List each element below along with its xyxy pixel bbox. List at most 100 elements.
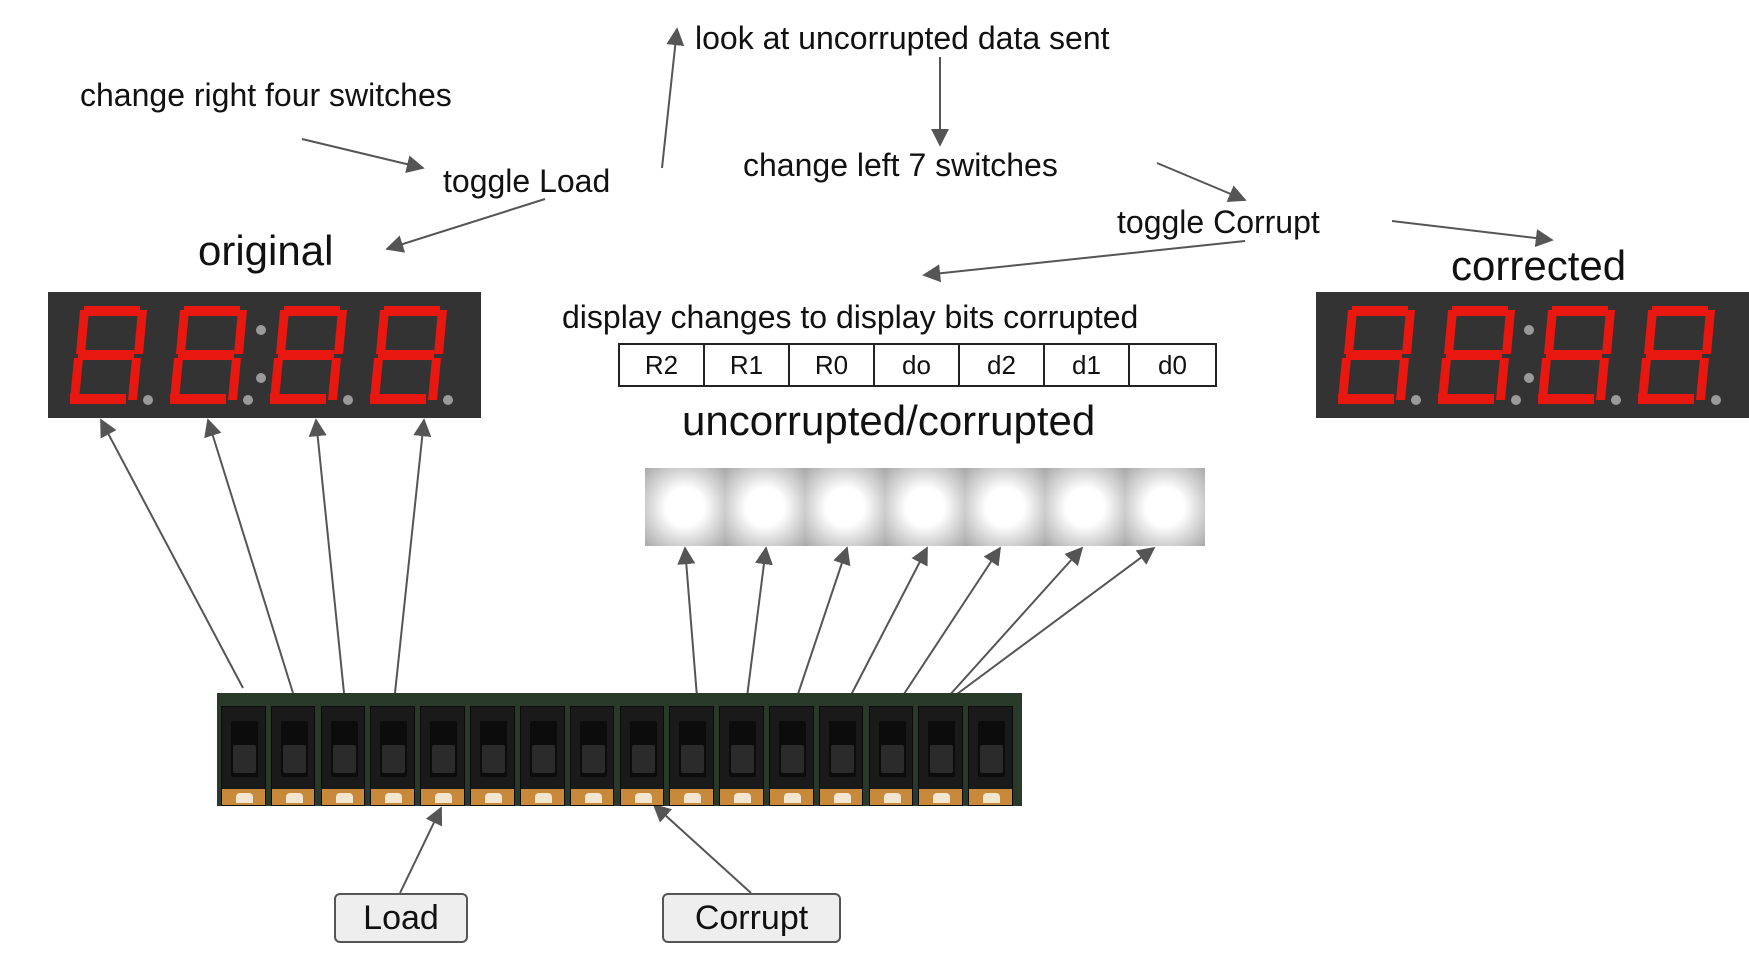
switch-gap bbox=[883, 793, 901, 803]
slide-switch-icon[interactable] bbox=[519, 706, 565, 806]
segment bbox=[1544, 310, 1557, 354]
segment bbox=[1546, 350, 1602, 360]
segment bbox=[1502, 310, 1515, 354]
switch-knob bbox=[880, 745, 904, 773]
slide-switch-icon[interactable] bbox=[968, 706, 1013, 806]
segment bbox=[1338, 358, 1351, 400]
segment bbox=[1638, 394, 1694, 404]
seven-segment-digit-icon bbox=[1438, 306, 1521, 405]
switch-gap bbox=[435, 793, 453, 803]
decimal-dot bbox=[243, 395, 253, 405]
segment bbox=[170, 358, 183, 400]
load-button[interactable]: Load bbox=[334, 893, 468, 943]
slide-switch-icon[interactable] bbox=[918, 706, 963, 806]
segment bbox=[1596, 358, 1609, 400]
arrow-switch-to-original-2 bbox=[204, 418, 294, 694]
slide-switch-icon[interactable] bbox=[270, 706, 316, 806]
seven-segment-digit-icon bbox=[1638, 306, 1721, 405]
corrupt-button[interactable]: Corrupt bbox=[662, 893, 841, 943]
segment bbox=[1696, 358, 1709, 400]
segment bbox=[1338, 394, 1394, 404]
slide-switch-icon[interactable] bbox=[470, 706, 515, 806]
slide-switch-icon[interactable] bbox=[221, 706, 266, 806]
segment bbox=[1438, 394, 1494, 404]
slide-switch-icon[interactable] bbox=[818, 706, 864, 806]
segment bbox=[1346, 350, 1402, 360]
arrow-switch-to-led-6 bbox=[947, 546, 1084, 698]
switch-knob bbox=[382, 745, 406, 773]
arrow-load-to-original bbox=[385, 198, 546, 253]
segment bbox=[128, 358, 141, 400]
switch-knob bbox=[780, 745, 804, 773]
segment bbox=[1646, 350, 1702, 360]
slide-switch-icon[interactable] bbox=[768, 706, 814, 806]
note-change-left-switches: change left 7 switches bbox=[743, 147, 1058, 183]
segment bbox=[1438, 358, 1451, 400]
colon-dot bbox=[1524, 373, 1534, 383]
led-icon bbox=[965, 468, 1045, 546]
switch-gap bbox=[933, 793, 951, 803]
segment bbox=[84, 306, 140, 316]
title-uncorrupted-corrupted: uncorrupted/corrupted bbox=[682, 397, 1096, 444]
slide-switch-icon[interactable] bbox=[868, 706, 914, 806]
segment bbox=[170, 394, 226, 404]
switch-gap bbox=[833, 793, 851, 803]
slide-switch-icon[interactable] bbox=[420, 706, 465, 806]
note-display-changes: display changes to display bits corrupte… bbox=[562, 299, 1139, 335]
segment bbox=[278, 350, 334, 360]
arrow-switch-to-led-4 bbox=[849, 546, 928, 698]
switch-gap bbox=[783, 793, 801, 803]
arrow-switch-to-original-1 bbox=[100, 418, 244, 689]
segment bbox=[1352, 306, 1408, 316]
segment bbox=[1452, 306, 1508, 316]
arrow-switch-to-original-3 bbox=[308, 418, 345, 694]
segment bbox=[270, 394, 326, 404]
arrow-change-left-to-corrupt bbox=[1156, 162, 1247, 203]
segment bbox=[176, 310, 189, 354]
corrected-display-digits bbox=[1338, 306, 1721, 405]
switch-knob bbox=[482, 745, 506, 773]
segment bbox=[1552, 306, 1608, 316]
arrow-load-to-look bbox=[661, 27, 685, 169]
slide-switch-icon[interactable] bbox=[370, 706, 416, 806]
switch-knob bbox=[681, 745, 705, 773]
slide-switch-icon[interactable] bbox=[719, 706, 764, 806]
switch-gap bbox=[983, 793, 1001, 803]
segment bbox=[276, 310, 289, 354]
seven-segment-digit-icon bbox=[370, 306, 453, 405]
switch-knob bbox=[980, 745, 1004, 773]
segment bbox=[370, 358, 383, 400]
switch-gap bbox=[236, 793, 253, 803]
note-toggle-load: toggle Load bbox=[443, 163, 611, 199]
segment bbox=[428, 358, 441, 400]
slide-switch-icon[interactable] bbox=[320, 706, 366, 806]
slide-switch-icon[interactable] bbox=[619, 706, 665, 806]
segment bbox=[1344, 310, 1357, 354]
switch-knob bbox=[830, 745, 854, 773]
led-icon bbox=[645, 468, 725, 546]
led-icon bbox=[885, 468, 965, 546]
arrow-load-button-to-switch bbox=[399, 806, 443, 894]
decimal-dot bbox=[1411, 395, 1421, 405]
switch-gap bbox=[634, 793, 652, 803]
switch-gap bbox=[734, 793, 752, 803]
switch-knob bbox=[531, 745, 555, 773]
segment bbox=[384, 306, 440, 316]
note-toggle-corrupt: toggle Corrupt bbox=[1117, 204, 1320, 240]
arrow-corrupt-button-to-switch bbox=[652, 803, 752, 894]
decimal-dot bbox=[1611, 395, 1621, 405]
segment bbox=[234, 310, 247, 354]
segment bbox=[70, 394, 126, 404]
title-corrected: corrected bbox=[1451, 242, 1627, 289]
led-icon bbox=[805, 468, 885, 546]
slide-switch-icon[interactable] bbox=[669, 706, 714, 806]
segment bbox=[328, 358, 341, 400]
arrow-switch-to-led-1 bbox=[677, 546, 698, 698]
segment bbox=[376, 310, 389, 354]
segment bbox=[1402, 310, 1415, 354]
arrow-corrupt-to-display-changes bbox=[922, 240, 1246, 283]
switch-gap bbox=[534, 793, 552, 803]
slide-switch-icon[interactable] bbox=[569, 706, 615, 806]
switch-knob bbox=[930, 745, 954, 773]
